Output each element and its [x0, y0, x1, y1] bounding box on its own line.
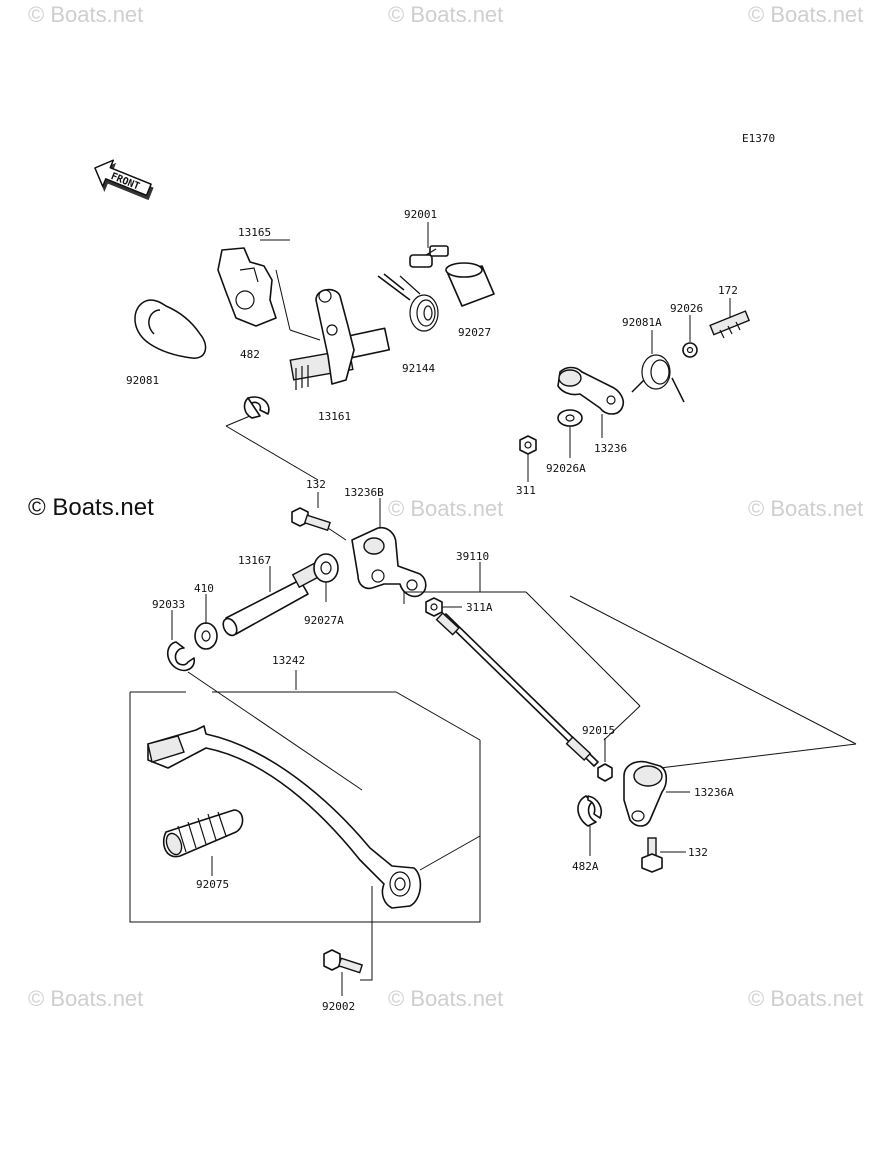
label-92026A: 92026A [546, 462, 586, 475]
watermark: © Boats.net [388, 496, 504, 521]
part-92075-pedal-rubber [162, 809, 244, 858]
label-92002: 92002 [322, 1000, 355, 1013]
part-92081A-spring [631, 354, 685, 403]
part-311-nut [519, 435, 537, 455]
label-132-upper: 132 [306, 478, 326, 491]
part-311A-nut [425, 597, 443, 617]
part-132-bolt-upper [291, 507, 331, 532]
part-92027-collar [445, 262, 495, 307]
watermark: © Boats.net [28, 986, 144, 1011]
label-410: 410 [194, 582, 214, 595]
watermark: © Boats.net [28, 2, 144, 27]
part-13161-shift-arm [289, 288, 391, 390]
part-482A-clip [577, 795, 603, 827]
watermark: © Boats.net [748, 2, 864, 27]
label-311: 311 [516, 484, 536, 497]
label-92144: 92144 [402, 362, 435, 375]
label-172: 172 [718, 284, 738, 297]
part-13165-plate [217, 247, 277, 327]
label-92081A: 92081A [622, 316, 662, 329]
label-13165: 13165 [238, 226, 271, 239]
part-410-washer [194, 622, 218, 650]
label-92027A: 92027A [304, 614, 344, 627]
label-13236B: 13236B [344, 486, 384, 499]
part-13242-shift-pedal [147, 725, 422, 909]
watermark: © Boats.net [748, 986, 864, 1011]
part-92001-pin [409, 245, 449, 268]
label-311A: 311A [466, 601, 493, 614]
part-92026-washer [682, 342, 698, 358]
part-13236B-lever [351, 526, 427, 598]
part-132-bolt-lower [641, 837, 663, 873]
watermark: © Boats.net [388, 2, 504, 27]
label-132-lower: 132 [688, 846, 708, 859]
label-482: 482 [240, 348, 260, 361]
label-92001: 92001 [404, 208, 437, 221]
watermark-main: © Boats.net [28, 494, 154, 521]
part-172-stud [709, 310, 751, 339]
label-39110: 39110 [456, 550, 489, 563]
part-39110-tie-rod [435, 612, 599, 767]
label-92075: 92075 [196, 878, 229, 891]
part-13236-lever [557, 366, 625, 415]
front-direction-arrow: FRONT [94, 159, 154, 201]
label-482A: 482A [572, 860, 599, 873]
part-482-clip [243, 396, 270, 419]
label-13236: 13236 [594, 442, 627, 455]
label-13236A: 13236A [694, 786, 734, 799]
watermark: © Boats.net [748, 496, 864, 521]
diagram-code: E1370 [742, 132, 775, 145]
label-13242: 13242 [272, 654, 305, 667]
watermark: © Boats.net [388, 986, 504, 1011]
label-13161: 13161 [318, 410, 351, 423]
part-92026A-washer [557, 409, 583, 427]
label-92033: 92033 [152, 598, 185, 611]
label-92015: 92015 [582, 724, 615, 737]
part-92033-circlip [166, 641, 196, 672]
part-92002-bolt [323, 949, 364, 974]
part-92027A-washer [313, 553, 339, 583]
part-92015-nut [597, 763, 613, 782]
label-13167: 13167 [238, 554, 271, 567]
label-92081: 92081 [126, 374, 159, 387]
label-92027: 92027 [458, 326, 491, 339]
part-92081-circlip [134, 299, 207, 359]
part-13236A-clamp [623, 760, 668, 827]
label-92026: 92026 [670, 302, 703, 315]
part-92144-spring [377, 273, 439, 332]
